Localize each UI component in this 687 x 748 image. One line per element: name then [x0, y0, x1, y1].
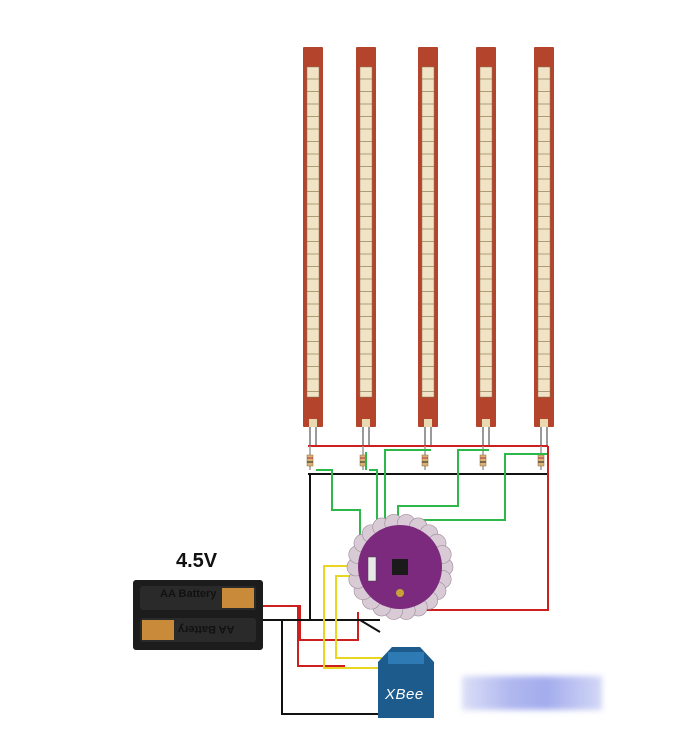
data-wire: [335, 575, 382, 659]
lilypad-button: [396, 589, 404, 597]
xbee-antenna-area: [388, 652, 424, 664]
lilypad-chip: [392, 559, 408, 575]
flex-sensor-tab: [362, 419, 370, 427]
xbee-label: XBee: [385, 686, 424, 703]
battery-pack: [133, 580, 263, 650]
lilypad-header: [367, 556, 377, 582]
lilypad-board: [346, 514, 454, 620]
power-wire: [262, 605, 345, 667]
flex-sensor-strip: [306, 66, 320, 398]
flex-sensor-tab: [309, 419, 317, 427]
battery-cell-bottom-cap: [142, 620, 174, 640]
resistor: [479, 454, 487, 467]
blurred-watermark: [462, 676, 602, 710]
power-wire: [410, 446, 549, 611]
battery-cell-top-cap: [222, 588, 254, 608]
signal-wire: [384, 449, 431, 520]
flex-sensor: [356, 47, 376, 445]
battery-voltage-label: 4.5V: [176, 550, 218, 572]
flex-sensor-tab: [424, 419, 432, 427]
flex-sensor-tab: [540, 419, 548, 427]
battery-cell-bottom-label: AA Battery: [178, 623, 235, 635]
signal-wire: [316, 469, 361, 548]
resistor: [537, 454, 545, 467]
flex-sensor-strip: [421, 66, 435, 398]
ground-wire: [262, 619, 381, 633]
flex-sensor-strip: [479, 66, 493, 398]
flex-sensor: [476, 47, 496, 445]
flex-sensor-strip: [359, 66, 373, 398]
data-wire: [323, 565, 382, 669]
resistor: [306, 454, 314, 467]
flex-sensor-strip: [537, 66, 551, 398]
flex-sensor: [303, 47, 323, 445]
signal-wire: [397, 449, 489, 518]
xbee-body: [378, 647, 434, 718]
resistor: [421, 454, 429, 467]
signal-wire: [369, 469, 378, 522]
signal-wire: [420, 453, 547, 521]
xbee-module: [378, 647, 434, 718]
flex-sensor: [534, 47, 554, 445]
flex-sensor-tab: [482, 419, 490, 427]
battery-cell-top-label: AA Battery: [160, 588, 217, 600]
flex-sensor: [418, 47, 438, 445]
power-wire: [298, 605, 359, 641]
